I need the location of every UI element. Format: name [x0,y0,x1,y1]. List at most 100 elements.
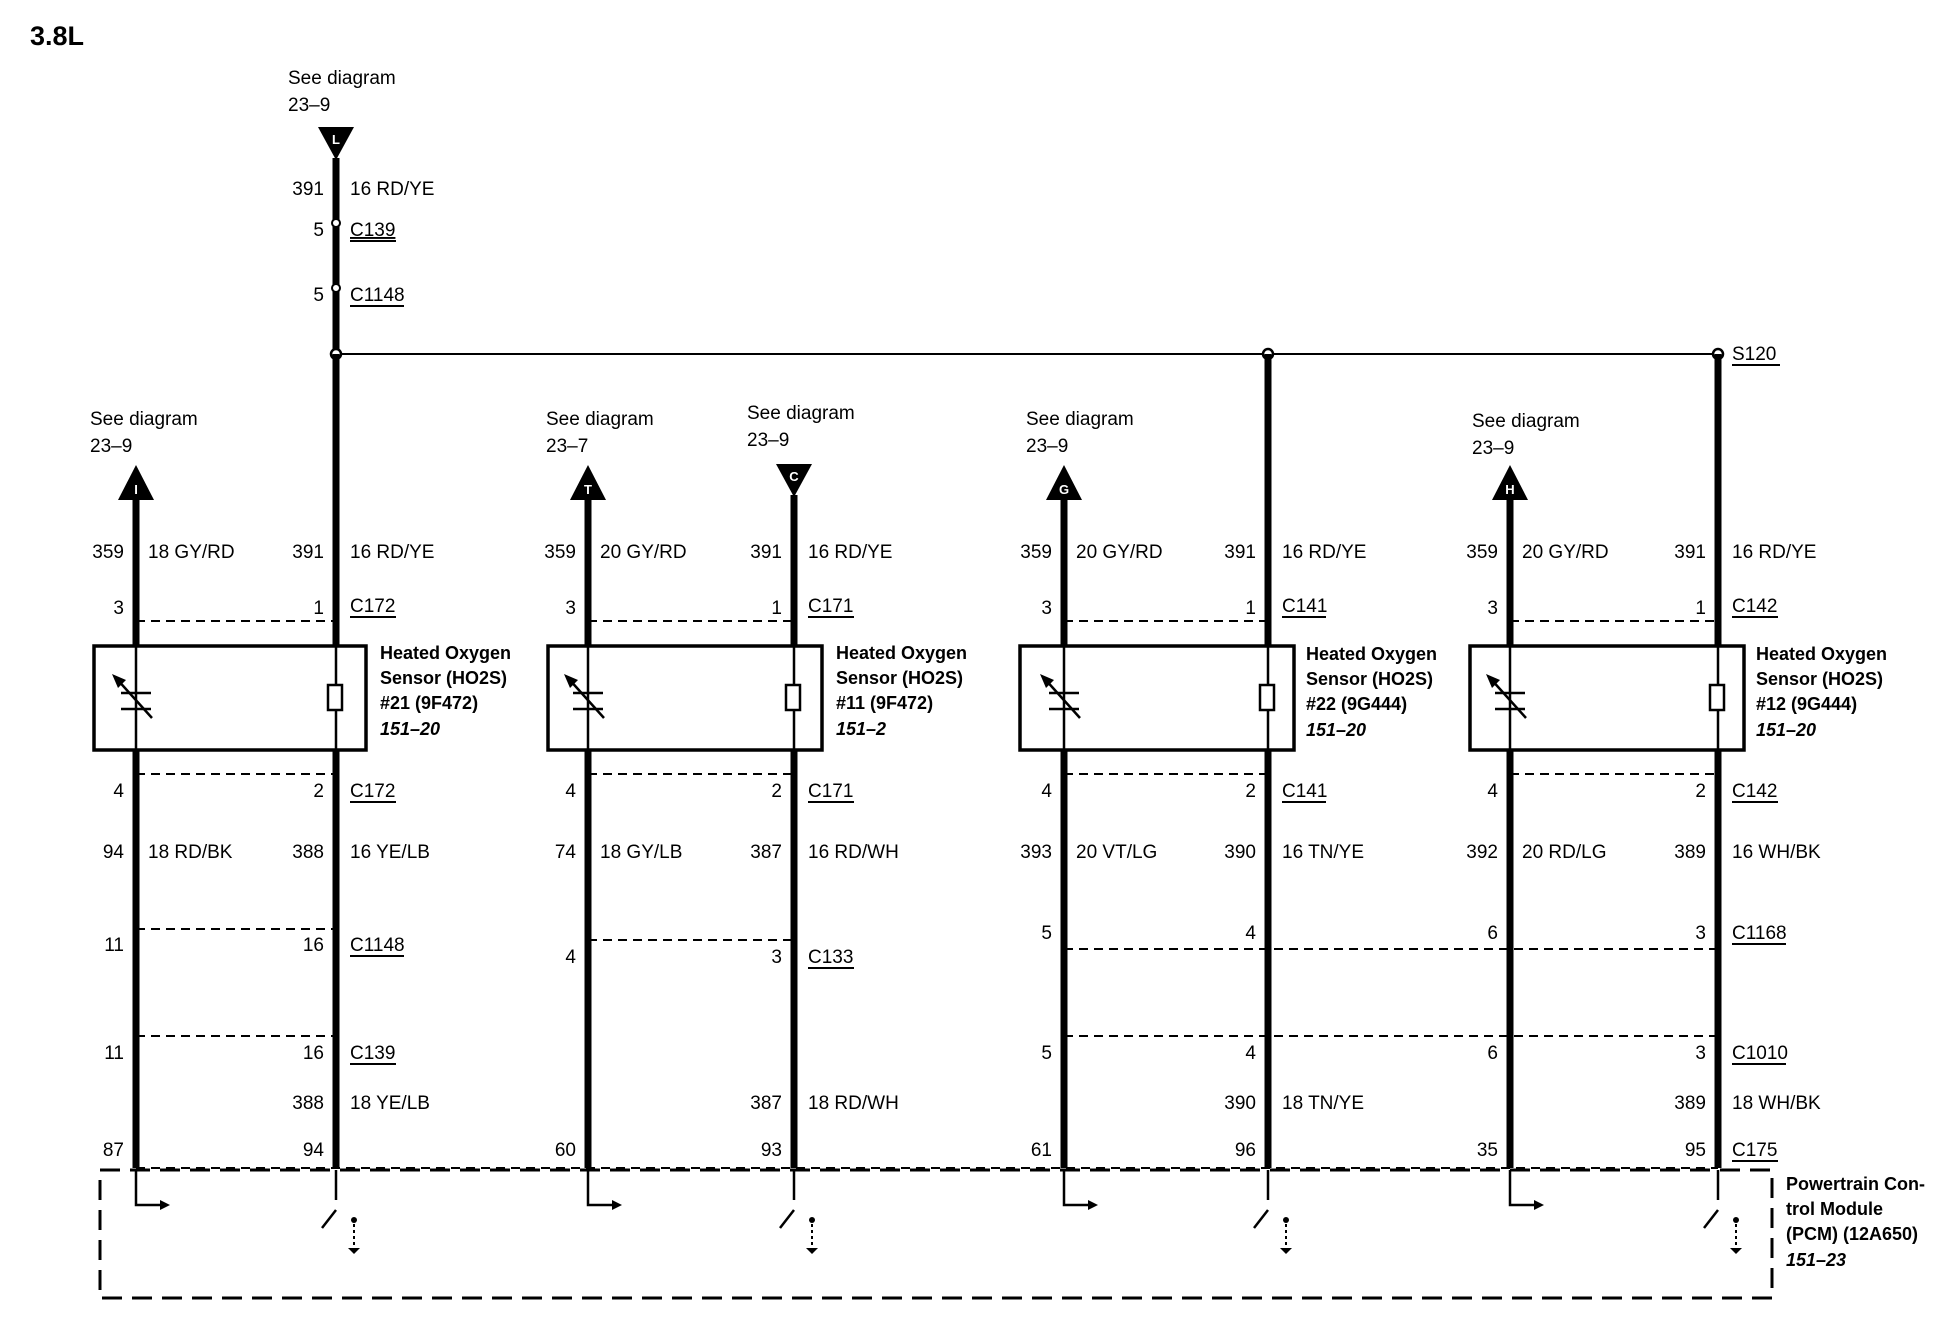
sensor-name-3: #12 (9G444) [1756,694,1857,714]
m1-connector: C1148 [350,935,405,956]
top-circuit-number: 391 [292,179,324,200]
connector-bottom: C172 [350,781,395,802]
connector-bottom: C142 [1732,781,1777,802]
pin-1: 1 [313,598,324,619]
arrow-letter: G [1059,482,1069,497]
sensor-page-ref: 151–20 [1756,720,1816,740]
connector-arrow-up-icon [1492,465,1528,500]
top-c2-pin: 5 [313,285,324,306]
pcm-left-pin: 61 [1031,1140,1052,1161]
m2-left-pin: 11 [104,1043,124,1064]
pcm-right-pin: 95 [1685,1140,1706,1161]
m2-connector: C139 [350,1043,395,1064]
pin-3: 3 [113,598,124,619]
heater-element-icon [1258,683,1276,712]
pin-1: 1 [771,598,782,619]
sensor-name-1: Heated Oxygen [836,643,967,663]
signal-wire-color: 20 GY/RD [1076,542,1163,563]
ref-label-right: 23–9 [747,430,789,451]
m1-right-pin: 3 [771,947,782,968]
signal-circuit: 359 [544,542,576,563]
ref-label: 23–9 [1472,438,1514,459]
pcm-connector: C175 [1732,1140,1777,1161]
arrow-letter: H [1505,482,1514,497]
pcm-switch-ground-icon [779,1170,818,1254]
heater-element-icon [784,683,802,712]
connector-bottom: C141 [1282,781,1327,802]
pin-4: 4 [1041,781,1052,802]
pcm-name-3: (PCM) (12A650) [1786,1224,1918,1244]
pcm-name-2: trol Module [1786,1199,1883,1219]
heater-wire-color: 16 RD/WH [808,842,899,863]
m1-right-pin: 16 [303,935,324,956]
sensor-name-1: Heated Oxygen [1756,644,1887,664]
arrow-letter: I [134,482,138,497]
pin-4: 4 [113,781,124,802]
low-circuit: 94 [103,842,125,863]
m1-left-pin: 6 [1487,923,1498,944]
heater-circuit: 389 [1674,842,1706,863]
low-circuit: 393 [1020,842,1052,863]
m1-connector: C133 [808,947,853,968]
sensor-box [1018,644,1296,752]
sensor-12-group: See diagram 23–9 H 359 20 GY/RD 391 16 R… [1466,354,1887,1168]
sensor-name-2: Sensor (HO2S) [836,668,963,688]
see-diagram-label: See diagram [1026,409,1134,430]
heater-circuit-2: 388 [292,1093,324,1114]
arrow-letter: T [584,482,592,497]
connector-top: C172 [350,596,395,617]
connector-arrow-up-icon [1046,465,1082,500]
power-wire-color: 16 RD/YE [808,542,892,563]
pcm-page-ref: 151–23 [1786,1250,1846,1270]
m1-connector: C1168 [1732,923,1787,944]
m1-right-pin: 3 [1695,923,1706,944]
heater-element-icon [1708,683,1726,712]
heater-circuit-2: 387 [750,1093,782,1114]
heater-circuit-2: 390 [1224,1093,1256,1114]
low-wire-color: 18 GY/LB [600,842,682,863]
sensor-name-2: Sensor (HO2S) [1756,669,1883,689]
sensor-page-ref: 151–2 [836,719,886,739]
heater-wire-color: 16 WH/BK [1732,842,1821,863]
pcm-left-pin: 87 [103,1140,124,1161]
m1-right-pin: 4 [1245,923,1256,944]
m2-left-pin: 6 [1487,1043,1498,1064]
sensor-name-2: Sensor (HO2S) [380,668,507,688]
sensor-name-3: #11 (9F472) [836,693,933,713]
heater-circuit: 387 [750,842,782,863]
m1-left-pin: 5 [1041,923,1052,944]
pcm-signal-return-icon [134,1170,170,1210]
ref-label: 23–9 [1026,436,1068,457]
pin-3: 3 [1487,598,1498,619]
pin-4: 4 [1487,781,1498,802]
power-wire-color: 16 RD/YE [1732,542,1816,563]
see-diagram-label: See diagram [1472,411,1580,432]
heater-circuit: 390 [1224,842,1256,863]
sensor-page-ref: 151–20 [380,719,440,739]
page-title: 3.8L [30,21,84,51]
heater-wire-color-2: 18 YE/LB [350,1093,430,1114]
pcm-right-pin: 93 [761,1140,782,1161]
m2-right-pin: 16 [303,1043,324,1064]
pin-2: 2 [1695,781,1706,802]
variable-resistor-icon [1486,674,1527,719]
pin-1: 1 [1245,598,1256,619]
pcm-signal-return-icon [1062,1170,1098,1210]
splice-label: S120 [1732,344,1776,365]
pcm-signal-return-icon [586,1170,622,1210]
m2-connector: C1010 [1732,1043,1788,1064]
sensor-name-3: #21 (9F472) [380,693,478,713]
low-wire-color: 20 RD/LG [1522,842,1606,863]
m2-right-pin: 3 [1695,1043,1706,1064]
sensor-22-group: See diagram 23–9 G 359 20 GY/RD 391 16 R… [1018,354,1437,1168]
heater-wire-color-2: 18 WH/BK [1732,1093,1821,1114]
low-circuit: 392 [1466,842,1498,863]
variable-resistor-icon [564,674,605,719]
heater-wire-color: 16 YE/LB [350,842,430,863]
heater-wire-color: 16 TN/YE [1282,842,1364,863]
heater-element-icon [326,683,344,712]
top-c2-connector: C1148 [350,285,405,306]
signal-wire-color: 20 GY/RD [600,542,687,563]
pcm-switch-ground-icon [1703,1170,1742,1254]
